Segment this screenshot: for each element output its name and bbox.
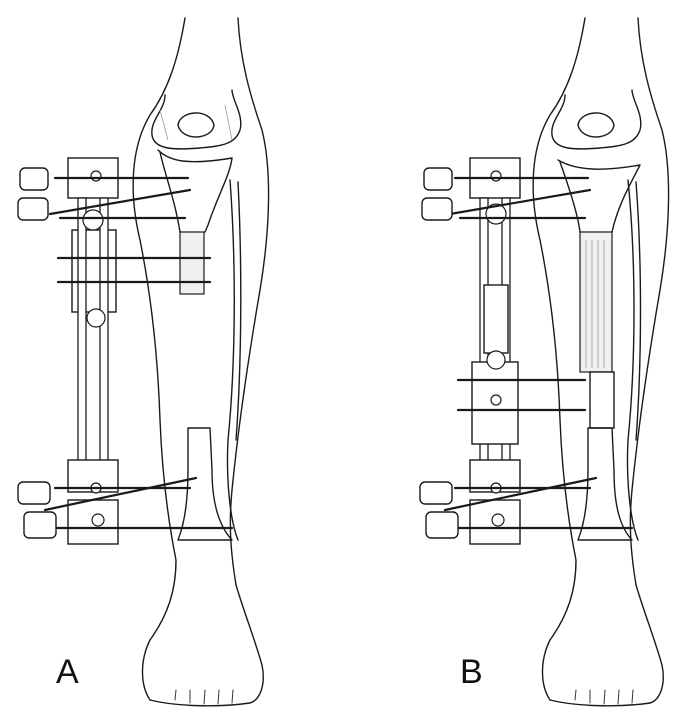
panel-label-a: A	[56, 653, 79, 691]
tibia-bone-b	[557, 159, 641, 541]
external-fixator-frame-b	[469, 157, 521, 545]
fibula-bone-b	[626, 179, 642, 541]
knee-joint-b	[551, 89, 642, 150]
pin-clamps-a	[17, 167, 57, 539]
panel-a-drawing	[17, 17, 270, 707]
panel-b-drawing	[419, 17, 670, 707]
external-fixator-frame-a	[67, 157, 119, 545]
leg-outline-b	[532, 17, 670, 707]
tibia-bone-a	[157, 149, 233, 541]
knee-joint-a	[151, 89, 242, 150]
transfixion-pins-a	[43, 176, 234, 530]
leg-outline-a	[132, 17, 270, 707]
pin-clamps-b	[419, 167, 459, 539]
fibula-bone-a	[226, 179, 242, 541]
transfixion-pins-b	[443, 176, 634, 530]
panel-label-b: B	[460, 653, 483, 691]
